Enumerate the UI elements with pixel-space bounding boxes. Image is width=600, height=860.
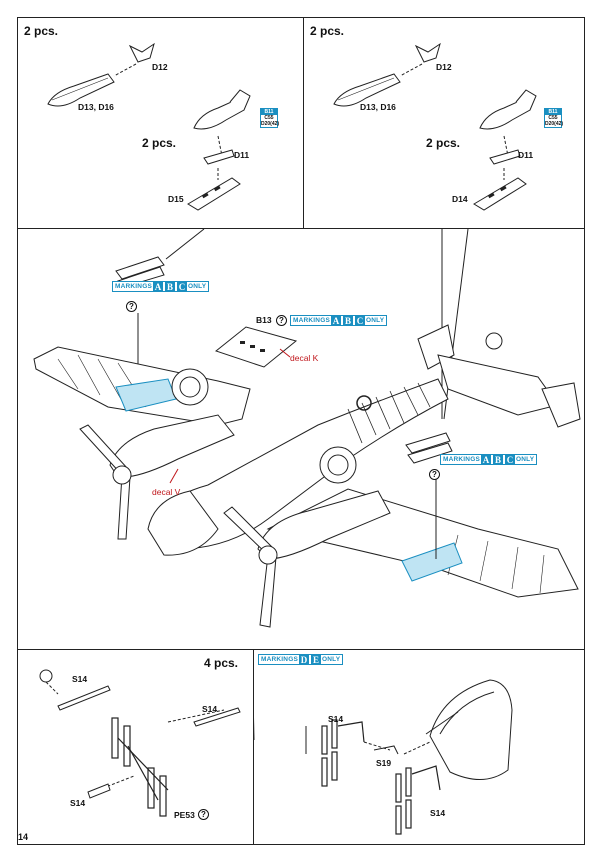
aircraft-drawing bbox=[33, 229, 581, 628]
question-mark-icon: ? bbox=[276, 315, 287, 326]
nose-antenna-drawing bbox=[254, 679, 513, 835]
markings-badge-de: MARKINGS D E ONLY bbox=[258, 654, 344, 665]
marking-letter: C bbox=[505, 454, 515, 465]
markings-label: MARKINGS bbox=[443, 456, 480, 463]
bomb-rack-drawing bbox=[333, 42, 537, 211]
part-label-d12: D12 bbox=[436, 62, 452, 72]
marking-letter: B bbox=[343, 315, 353, 326]
marking-letter: C bbox=[355, 315, 365, 326]
part-label-s14-a: S14 bbox=[72, 674, 88, 684]
panel-top-right: 2 pcs. D12 D13, D16 2 pcs. D11 D14 B11 C… bbox=[303, 17, 585, 229]
antenna-drawing bbox=[39, 669, 241, 817]
decal-tag-line: B11 bbox=[545, 109, 561, 115]
part-label-d13: D13, D16 bbox=[360, 102, 396, 112]
part-label-d12: D12 bbox=[152, 62, 168, 72]
quantity-label: 4 pcs. bbox=[204, 656, 239, 670]
decal-tag: B11 C55 D20(42) bbox=[260, 108, 280, 128]
markings-suffix: ONLY bbox=[322, 656, 341, 663]
part-label-s14-b: S14 bbox=[202, 704, 218, 714]
marking-letter: A bbox=[153, 281, 163, 292]
markings-label: MARKINGS bbox=[261, 656, 298, 663]
markings-label: MARKINGS bbox=[293, 317, 330, 324]
decal-tag: B11 C55 D20(42) bbox=[544, 108, 564, 128]
marking-letter: B bbox=[165, 281, 175, 292]
part-label-s14-c: S14 bbox=[70, 798, 86, 808]
part-label-d15: D15 bbox=[168, 194, 184, 204]
part-label-s19: S19 bbox=[376, 758, 392, 768]
decal-label-k: decal K bbox=[290, 353, 319, 363]
decal-tag-line: D20(42) bbox=[261, 121, 280, 127]
question-mark-icon: ? bbox=[126, 301, 137, 312]
part-label-d14: D14 bbox=[452, 194, 468, 204]
panel-bottom-right: MARKINGS D E ONLY S14 S19 S14 bbox=[253, 649, 585, 845]
decal-tag-line: C55 bbox=[264, 115, 274, 121]
markings-badge-canopy: MARKINGS A B C ONLY bbox=[290, 315, 388, 326]
panel-top-left: 2 pcs. D12 D13, D16 2 pcs. D11 D15 B11 C… bbox=[17, 17, 304, 229]
part-label-d11: D11 bbox=[234, 150, 250, 160]
panel-bottom-left: 4 pcs. S14 S14 S14 PE53 ? bbox=[17, 649, 254, 845]
panel-main-aircraft: MARKINGS A B C ONLY ? B13 ? MARKINGS A B… bbox=[17, 228, 585, 650]
decal-tag-line: C55 bbox=[548, 115, 558, 121]
decal-tag-line: B11 bbox=[261, 109, 277, 115]
part-label-d11: D11 bbox=[518, 150, 534, 160]
quantity-sub-label: 2 pcs. bbox=[426, 136, 461, 150]
marking-letter: A bbox=[481, 454, 491, 465]
decal-tag-line: D20(42) bbox=[545, 121, 564, 127]
part-label-pe53: PE53 bbox=[174, 810, 195, 820]
part-label-d13: D13, D16 bbox=[78, 102, 114, 112]
question-mark-icon: ? bbox=[429, 469, 440, 480]
marking-letter: B bbox=[493, 454, 503, 465]
markings-suffix: ONLY bbox=[516, 456, 535, 463]
quantity-sub-label: 2 pcs. bbox=[142, 136, 177, 150]
decal-label-v: decal V bbox=[152, 487, 181, 497]
markings-label: MARKINGS bbox=[115, 283, 152, 290]
page-number: 14 bbox=[18, 832, 29, 842]
part-label-s14-a: S14 bbox=[328, 714, 344, 724]
markings-suffix: ONLY bbox=[188, 283, 207, 290]
quantity-label: 2 pcs. bbox=[24, 24, 59, 38]
quantity-label: 2 pcs. bbox=[310, 24, 345, 38]
question-mark-icon: ? bbox=[198, 809, 209, 820]
bomb-rack-drawing bbox=[47, 42, 251, 211]
part-label-s14-b: S14 bbox=[430, 808, 446, 818]
part-label-b13: B13 bbox=[256, 315, 272, 325]
marking-letter: C bbox=[177, 281, 187, 292]
marking-letter: A bbox=[331, 315, 341, 326]
markings-badge-left: MARKINGS A B C ONLY bbox=[112, 281, 210, 292]
marking-letter: E bbox=[311, 654, 321, 665]
markings-suffix: ONLY bbox=[366, 317, 385, 324]
markings-badge-right: MARKINGS A B C ONLY bbox=[440, 454, 538, 465]
marking-letter: D bbox=[299, 654, 309, 665]
